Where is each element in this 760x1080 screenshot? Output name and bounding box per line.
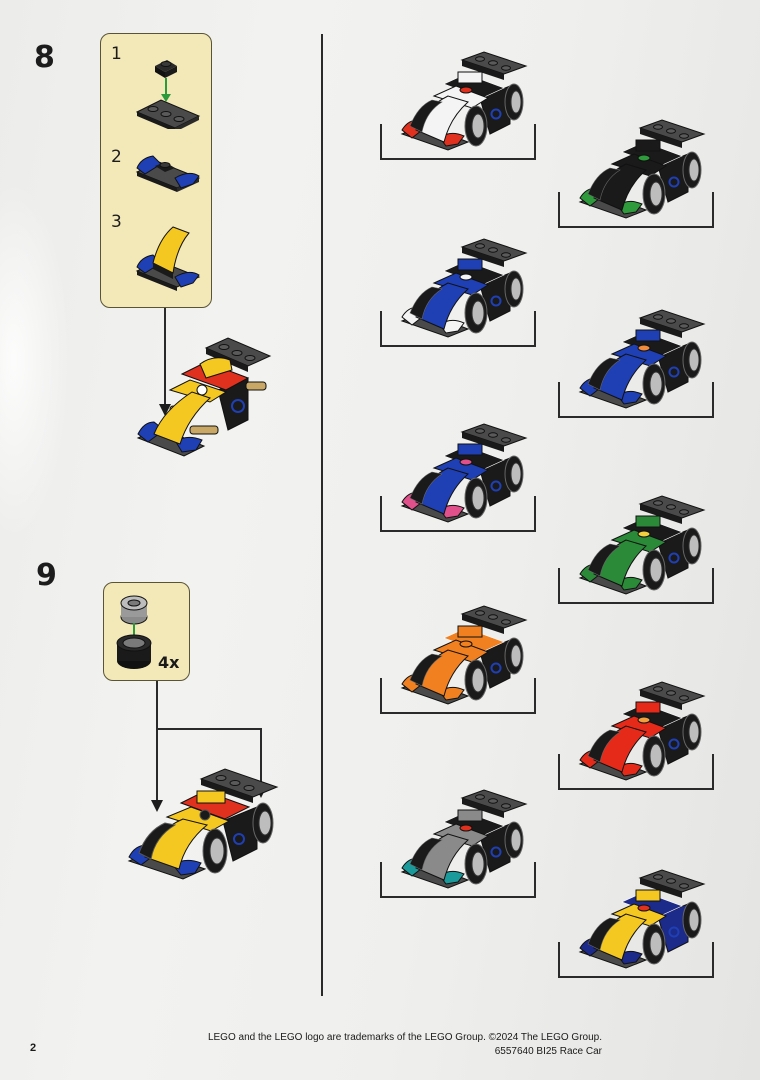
footer-legal: LEGO and the LEGO logo are trademarks of…: [208, 1031, 602, 1059]
variant-bracket: [380, 124, 536, 160]
variant-green: [558, 494, 714, 604]
race-car-icon: [578, 119, 706, 219]
race-car-icon: [400, 238, 528, 338]
step-9-connector-line-right: [260, 728, 262, 788]
legal-text: LEGO and the LEGO logo are trademarks of…: [207, 1032, 602, 1043]
step-9-result-car-icon: [127, 768, 279, 880]
paper-glare: [0, 180, 70, 540]
variant-bracket: [558, 942, 714, 978]
variant-blue-white: [380, 237, 536, 347]
step-number-9: 9: [36, 558, 57, 593]
column-divider: [321, 34, 323, 996]
race-car-icon: [400, 789, 528, 889]
step-8-callout: 1 2 3: [100, 33, 212, 308]
step-9-connector-line-horizontal: [156, 728, 261, 730]
step-9-callout: 4x: [103, 582, 190, 681]
variant-bracket: [380, 678, 536, 714]
variant-bracket: [380, 496, 536, 532]
substep-1-plates-icon: [135, 60, 201, 129]
substep-3-yellow-slope-icon: [135, 226, 201, 291]
step-number-8: 8: [34, 40, 55, 75]
variant-bracket: [380, 311, 536, 347]
variant-orange: [380, 604, 536, 714]
product-code: 6557640 BI25 Race Car: [494, 1046, 602, 1057]
step-9-arrow-left-icon: [151, 800, 163, 812]
race-car-icon: [400, 51, 528, 151]
variant-bracket: [558, 568, 714, 604]
race-car-icon: [578, 495, 706, 595]
race-car-icon: [400, 605, 528, 705]
variant-grey-teal: [380, 788, 536, 898]
variant-blue-pink: [380, 422, 536, 532]
race-car-icon: [578, 681, 706, 781]
substep-2-blue-slopes-icon: [135, 155, 201, 192]
variant-bracket: [558, 382, 714, 418]
variant-blue-orange: [558, 308, 714, 418]
substep-number-2: 2: [111, 147, 122, 167]
race-car-icon: [578, 309, 706, 409]
step-8-result-car-icon: [136, 337, 272, 457]
substep-number-3: 3: [111, 212, 122, 232]
wheel-and-tire-icon: [116, 595, 152, 669]
variant-bracket: [380, 862, 536, 898]
page-number: 2: [30, 1042, 37, 1054]
variant-bracket: [558, 754, 714, 790]
quantity-label: 4x: [158, 653, 180, 672]
variant-white-red: [380, 50, 536, 160]
step-9-connector-line-vertical: [156, 681, 158, 801]
race-car-icon: [578, 869, 706, 969]
variant-navy-yellow-red: [558, 868, 714, 978]
variant-red: [558, 680, 714, 790]
variant-bracket: [558, 192, 714, 228]
step-8-connector-line: [164, 308, 166, 408]
variant-green-black: [558, 118, 714, 228]
substep-number-1: 1: [111, 44, 122, 64]
race-car-icon: [400, 423, 528, 523]
